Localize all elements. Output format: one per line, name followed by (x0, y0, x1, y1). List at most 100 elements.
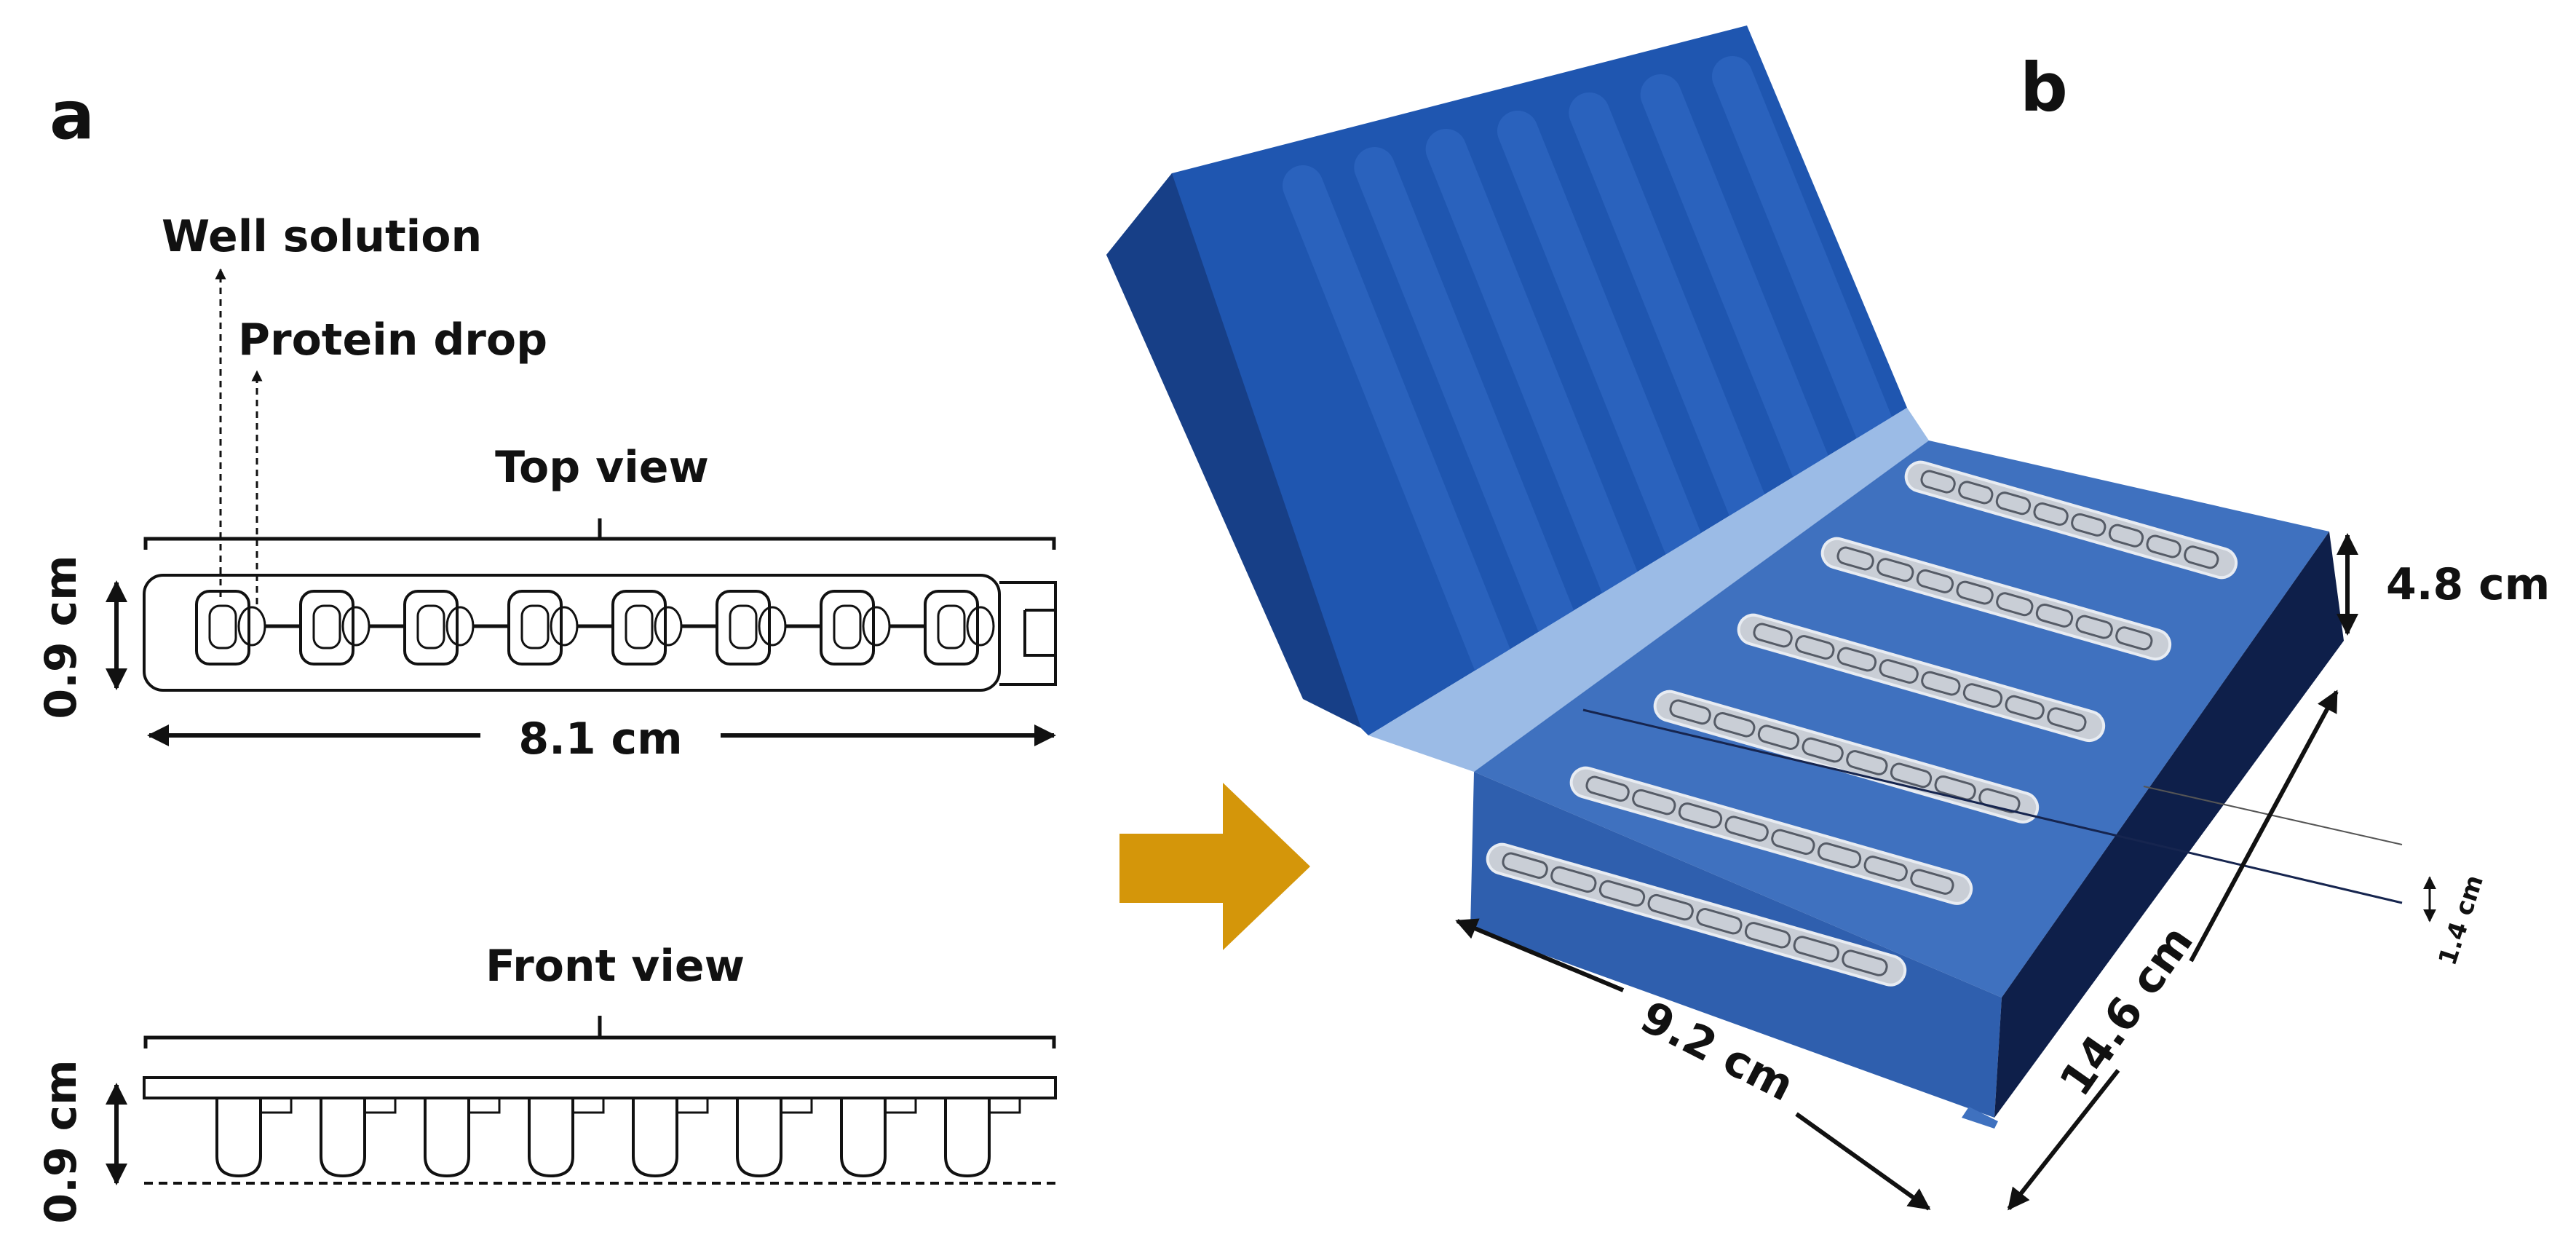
well-inner (729, 604, 758, 649)
box-width-arrow-left (1455, 918, 1625, 992)
strip (1904, 460, 2238, 580)
front-well (215, 1098, 262, 1178)
strip-well (1890, 762, 1933, 789)
strip-well (2071, 513, 2107, 537)
strip-gap-guide-1 (1582, 708, 2403, 904)
strip-top-view (143, 574, 1057, 692)
front-drop-ledge (780, 1097, 813, 1114)
lid-groove (1425, 129, 1646, 617)
well-solution-reservoir (924, 590, 979, 665)
front-drop-ledge (675, 1097, 709, 1114)
strip-well (1956, 580, 1994, 605)
protein-drop-well (237, 606, 266, 647)
well-inner (208, 604, 237, 649)
lid-groove (1569, 92, 1772, 537)
front-drop-ledge (363, 1097, 397, 1114)
strip-gap-label: 1.4 cm (2433, 872, 2489, 969)
well-inner (625, 604, 654, 649)
strip-well (2184, 545, 2219, 569)
top-view-label: Top view (495, 442, 709, 493)
strip (1486, 842, 1907, 987)
strip-well (1502, 852, 1548, 879)
strip (1737, 613, 2106, 743)
box-depth-arrow-bottom (2007, 1069, 2120, 1211)
base-side (1994, 532, 2344, 1118)
strip-well (1863, 856, 1908, 882)
strip-well (1916, 569, 1954, 593)
strip-well (1793, 936, 1839, 963)
strip-well (1598, 880, 1646, 907)
front-drop-ledge (259, 1097, 293, 1114)
strip-well (2075, 615, 2113, 639)
height-label-top: 0.9 cm (36, 555, 87, 719)
front-view-bracket (143, 1016, 1056, 1048)
strip-well (1757, 724, 1800, 750)
well-inner (312, 604, 341, 649)
strip-well (1744, 922, 1791, 949)
strip-front-view (143, 1076, 1057, 1185)
strip-well (1585, 775, 1630, 802)
strip-well (1550, 866, 1597, 893)
well-inner (833, 604, 862, 649)
well-solution-reservoir (403, 590, 459, 665)
protein-drop-well (550, 606, 579, 647)
strip-body (1486, 842, 1907, 987)
strip-well (2115, 626, 2153, 651)
strip-body (1569, 766, 1973, 905)
lid-groove (1640, 74, 1836, 497)
strip-well (1921, 671, 1961, 696)
protein-drop-well (966, 606, 995, 647)
strip-well (1669, 699, 1711, 725)
well-inner (520, 604, 550, 649)
protein-drop-label: Protein drop (238, 315, 547, 366)
well-inner (416, 604, 445, 649)
front-drop-ledge (571, 1097, 605, 1114)
strip-well (1632, 789, 1676, 815)
strip-well (2047, 707, 2087, 732)
strip-well (2108, 524, 2144, 548)
strip-well (1910, 869, 1954, 895)
panel-letter-a: a (49, 76, 95, 154)
strip-well (1817, 842, 1862, 869)
strip-well (1836, 647, 1877, 672)
panel-letter-b: b (2020, 49, 2068, 127)
base-front (1470, 772, 2002, 1118)
strip-well (1795, 635, 1835, 660)
strip-well (1958, 481, 1994, 505)
transition-arrow (1119, 783, 1310, 950)
wells-top-group (195, 590, 995, 665)
front-well (528, 1098, 574, 1178)
protein-drop-well (341, 606, 370, 647)
strip-body (1820, 537, 2172, 661)
strip-well (2035, 603, 2074, 628)
front-drop-ledge (988, 1097, 1021, 1114)
lid-grooves (1283, 56, 1898, 698)
strip-well (2033, 502, 2069, 526)
front-drop-ledge (467, 1097, 501, 1114)
box-depth-arrow-top (2189, 690, 2339, 963)
panel-b: b 4.8 cm 9.2 cm 14.6 cm (1106, 25, 2550, 1211)
height-label-front: 0.9 cm (36, 1059, 87, 1223)
strip-well (1996, 592, 2034, 617)
strip-well (1842, 949, 1888, 976)
front-well (840, 1098, 887, 1178)
strip-well (1802, 737, 1844, 763)
front-well (320, 1098, 366, 1178)
strip-well (1846, 750, 1888, 775)
wells-front-group (215, 1097, 1021, 1178)
well-solution-reservoir (820, 590, 875, 665)
well-solution-reservoir (195, 590, 250, 665)
well-solution-label: Well solution (162, 211, 482, 262)
well-solution-reservoir (299, 590, 354, 665)
strip-tab (999, 581, 1057, 686)
strip-well (1696, 908, 1743, 935)
strip-well (2146, 534, 2181, 558)
strip-well (1836, 546, 1874, 571)
front-view-label: Front view (486, 941, 745, 992)
strip-body (1737, 613, 2106, 743)
strip-well (1713, 711, 1756, 738)
lid-edge (1106, 173, 1361, 728)
strip-well (1879, 659, 1919, 684)
